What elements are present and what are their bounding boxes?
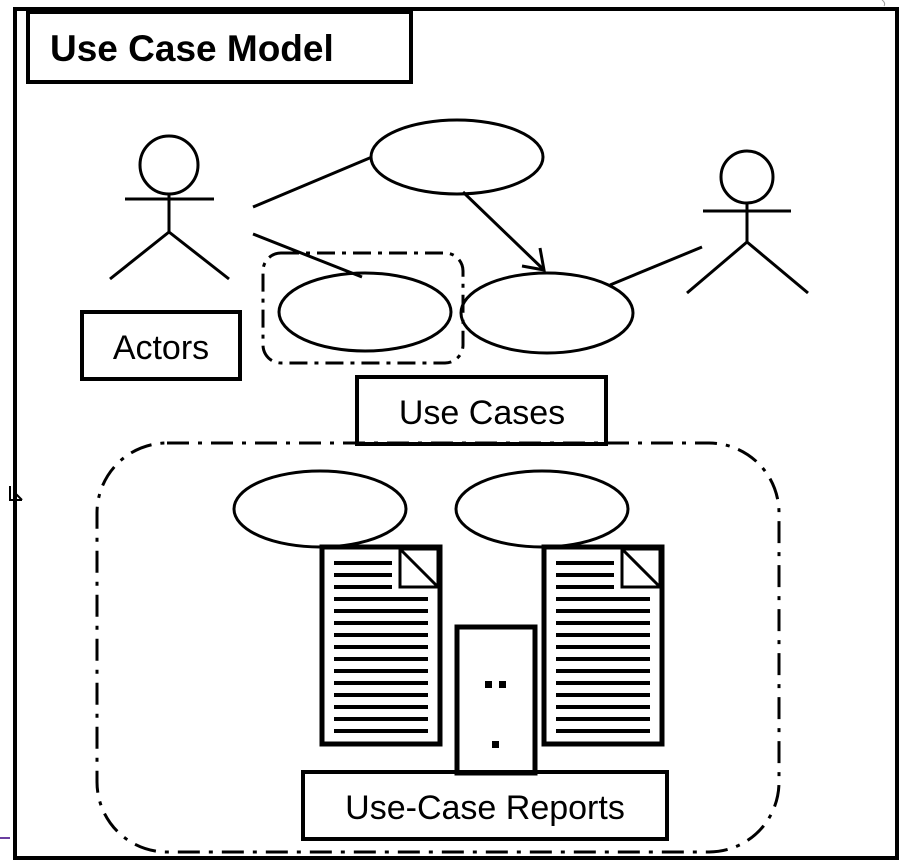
report-document-icon — [541, 544, 665, 747]
use-case-ellipse — [454, 469, 630, 549]
use-case-ellipse — [232, 469, 408, 549]
use-cases-label-box: Use Cases — [355, 375, 608, 446]
actor-right-icon — [686, 149, 809, 295]
use-case-reports-label: Use-Case Reports — [345, 789, 625, 827]
use-cases-label: Use Cases — [399, 394, 565, 432]
actors-label: Actors — [113, 329, 209, 367]
actor-left-icon — [109, 134, 230, 281]
arrowhead-icon — [521, 247, 546, 272]
use-case-reports-label-box: Use-Case Reports — [301, 770, 669, 841]
use-case-group-boundary — [261, 251, 465, 365]
title-box: Use Case Model — [26, 10, 413, 84]
association-line — [252, 232, 363, 279]
use-case-ellipse — [459, 271, 635, 355]
diagram-title: Use Case Model — [50, 28, 334, 69]
association-line — [609, 245, 703, 287]
dependency-arrow — [461, 190, 546, 272]
use-case-ellipse — [277, 271, 453, 353]
model-frame — [13, 7, 899, 860]
ellipsis-dot — [485, 681, 492, 688]
ellipsis-dot — [492, 741, 499, 748]
use-case-ellipse — [369, 118, 545, 196]
ellipsis-dot — [499, 681, 506, 688]
report-document-icon — [319, 544, 443, 747]
actors-label-box: Actors — [80, 310, 242, 381]
association-line — [252, 155, 373, 209]
more-reports-box: ... — [454, 624, 538, 776]
edge-mark — [881, 0, 886, 7]
